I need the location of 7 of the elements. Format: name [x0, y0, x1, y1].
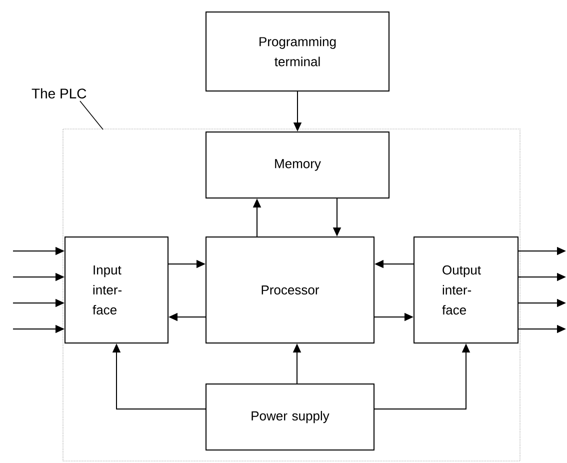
memory-box: Memory: [206, 132, 390, 198]
terminal-box: Programming terminal: [206, 12, 390, 92]
processor-box: Processor: [206, 236, 374, 344]
interface-box: Input inter- face: [64, 236, 168, 344]
power-supply-box: Power supply: [206, 384, 374, 450]
boundary-label: The PLC: [32, 88, 86, 98]
interface-box: Output inter- face: [414, 236, 518, 344]
